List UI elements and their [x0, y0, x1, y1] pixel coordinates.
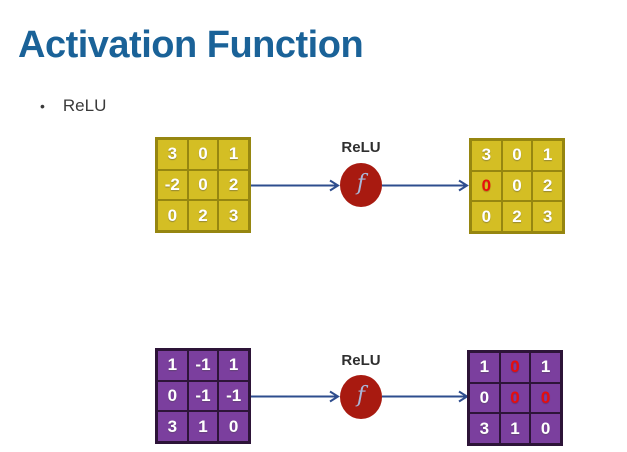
matrix-cell: 0 [219, 412, 248, 441]
matrix-cell: 0 [188, 140, 218, 169]
matrix-cell: 0 [188, 170, 218, 200]
matrix-cell: 1 [531, 353, 560, 382]
arrow-right-icon [382, 390, 469, 403]
matrix-cell: 0 [158, 201, 187, 230]
matrix-cell: 1 [470, 353, 499, 382]
matrix-cell: 1 [158, 351, 187, 380]
matrix-cell: 3 [158, 140, 187, 169]
function-symbol: f [356, 382, 366, 408]
matrix-cell: 0 [531, 383, 560, 413]
matrix-cell: 3 [470, 414, 499, 443]
matrix-cell: 0 [470, 383, 499, 413]
matrix-cell: 0 [500, 383, 530, 413]
function-node: f [340, 163, 382, 207]
matrix-cell: 0 [472, 202, 501, 231]
matrix-cell: 2 [533, 171, 562, 201]
matrix-cell: 3 [158, 412, 187, 441]
matrix-cell: 2 [502, 202, 532, 231]
matrix-cell: 3 [472, 141, 501, 170]
matrix-cell: 0 [500, 353, 530, 382]
arrow-right-icon [251, 179, 340, 192]
matrix-cell: 3 [219, 201, 248, 230]
bullet-label: ReLU [62, 96, 107, 115]
bullet-item-relu: • ReLU [40, 96, 106, 116]
matrix-cell: 2 [188, 201, 218, 230]
page-title: Activation Function [18, 24, 364, 66]
arrow-right-icon [251, 390, 340, 403]
matrix-cell: 1 [188, 412, 218, 441]
matrix-cell: 3 [533, 202, 562, 231]
matrix-cell: 1 [500, 414, 530, 443]
matrix-cell: 0 [472, 171, 501, 201]
matrix-cell: 1 [533, 141, 562, 170]
relu-label: ReLU [341, 139, 381, 156]
matrix-cell: 0 [502, 141, 532, 170]
relu-label: ReLU [341, 352, 381, 369]
function-symbol: f [356, 170, 366, 196]
matrix-cell: 0 [158, 381, 187, 411]
arrow-right-icon [382, 179, 469, 192]
matrix-cell: 0 [531, 414, 560, 443]
function-node: f [340, 375, 382, 419]
matrix-cell: 1 [219, 351, 248, 380]
matrix-cell: -2 [158, 170, 187, 200]
matrix-cell: 1 [219, 140, 248, 169]
bullet-marker: • [40, 98, 45, 114]
matrix-cell: -1 [219, 381, 248, 411]
matrix-cell: -1 [188, 351, 218, 380]
matrix-cell: 0 [502, 171, 532, 201]
matrix-cell: 2 [219, 170, 248, 200]
matrix-cell: -1 [188, 381, 218, 411]
